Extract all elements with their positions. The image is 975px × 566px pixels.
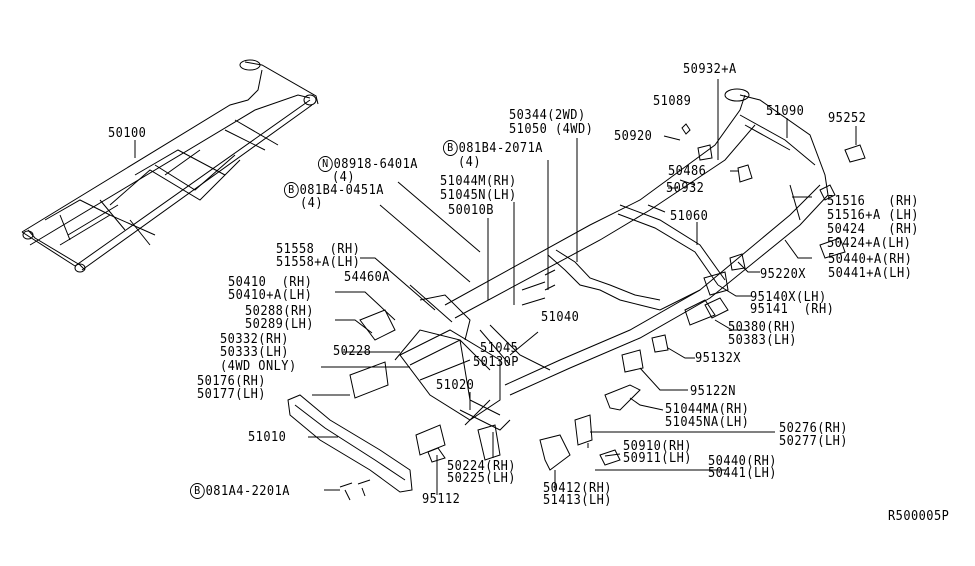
part-label-51044ma: 51044MA(RH) <box>665 402 750 417</box>
part-label-50441: 50441(LH) <box>708 466 777 481</box>
part-label-95112: 95112 <box>422 492 461 507</box>
part-label-51558: 51558 (RH) <box>276 242 361 257</box>
diagram-reference-code: R500005P <box>888 509 950 524</box>
part-label-50228: 50228 <box>333 344 372 359</box>
part-label-50410: 50410 (RH) <box>228 275 313 290</box>
part-label-54460a: 54460A <box>344 270 390 285</box>
part-label-50289: 50289(LH) <box>245 317 314 332</box>
part-label-50332: 50332(RH) <box>220 332 289 347</box>
part-label-51044m: 51044M(RH) <box>440 174 517 189</box>
part-label-50224: 50224(RH) <box>447 459 516 474</box>
part-label-51045n: 51045N(LH) <box>440 188 517 203</box>
part-number: 081B4-0451A <box>299 183 384 198</box>
part-label-50486: 50486 <box>668 164 707 179</box>
part-label-51089: 51089 <box>653 94 692 109</box>
b-mark-icon: B <box>284 182 299 198</box>
part-label-50441a: 50441+A(LH) <box>828 266 913 281</box>
part-label-50910: 50910(RH) <box>623 439 692 454</box>
part-label-50176: 50176(RH) <box>197 374 266 389</box>
part-label-51020: 51020 <box>436 378 475 393</box>
part-label-50225: 50225(LH) <box>447 471 516 486</box>
part-label-95140x: 95140X(LH) <box>750 290 827 305</box>
front-crossmember-drawing <box>287 394 413 493</box>
part-label-51045na: 51045NA(LH) <box>665 415 750 430</box>
part-number: 081A4-2201A <box>205 484 290 499</box>
part-label-50177: 50177(LH) <box>197 387 266 402</box>
qty-label: (4) <box>332 170 355 185</box>
part-label-51060: 51060 <box>670 209 709 224</box>
part-label-95220x: 95220X <box>760 267 806 282</box>
part-label-95132x: 95132X <box>695 351 741 366</box>
part-label-95141: 95141 (RH) <box>750 302 835 317</box>
n-mark-icon: N <box>318 156 333 172</box>
part-label-51558a: 51558+A(LH) <box>276 255 361 270</box>
part-label-50440a: 50440+A(RH) <box>828 252 913 267</box>
leader-lines <box>308 79 857 495</box>
part-label-50010b: 50010B <box>448 203 494 218</box>
part-label-4wd-only: (4WD ONLY) <box>220 359 297 374</box>
part-label-51045: 51045 <box>480 341 519 356</box>
part-label-50130p: 50130P <box>473 355 519 370</box>
full-frame-assembly-drawing <box>21 59 319 273</box>
small-parts-drawings <box>339 123 866 501</box>
part-label-51050: 51050 (4WD) <box>509 122 594 137</box>
part-label-51040: 51040 <box>541 310 580 325</box>
main-frame-drawing <box>394 88 829 431</box>
qty-label: (4) <box>458 155 481 170</box>
part-label-50410a: 50410+A(LH) <box>228 288 313 303</box>
part-number: 081B4-2071A <box>458 141 543 156</box>
part-label-50383: 50383(LH) <box>728 333 797 348</box>
qty-label: (4) <box>300 196 323 211</box>
b-mark-icon: B <box>190 483 205 499</box>
part-label-50380: 50380(RH) <box>728 320 797 335</box>
part-label-51090: 51090 <box>766 104 805 119</box>
part-label-50932: 50932 <box>666 181 705 196</box>
part-label-51413: 51413(LH) <box>543 493 612 508</box>
part-label-50424: 50424 (RH) <box>827 222 919 237</box>
part-number: 08918-6401A <box>333 157 418 172</box>
part-label-50276: 50276(RH) <box>779 421 848 436</box>
part-label-50412: 50412(RH) <box>543 481 612 496</box>
part-label-50288: 50288(RH) <box>245 304 314 319</box>
part-label-95122n: 95122N <box>690 384 736 399</box>
part-label-95252: 95252 <box>828 111 867 126</box>
part-label-50440: 50440(RH) <box>708 454 777 469</box>
b-mark-icon: B <box>443 140 458 156</box>
part-label-50911: 50911(LH) <box>623 451 692 466</box>
part-label-50333: 50333(LH) <box>220 345 289 360</box>
part-label-50920: 50920 <box>614 129 653 144</box>
part-label-50344: 50344(2WD) <box>509 108 586 123</box>
part-label-50277: 50277(LH) <box>779 434 848 449</box>
part-label-51010: 51010 <box>248 430 287 445</box>
part-label-50424a: 50424+A(LH) <box>827 236 912 251</box>
part-label-51516: 51516 (RH) <box>827 194 919 209</box>
part-label-50100: 50100 <box>108 126 147 141</box>
part-label-51516a: 51516+A (LH) <box>827 208 919 223</box>
part-label-50932a: 50932+A <box>683 62 737 77</box>
